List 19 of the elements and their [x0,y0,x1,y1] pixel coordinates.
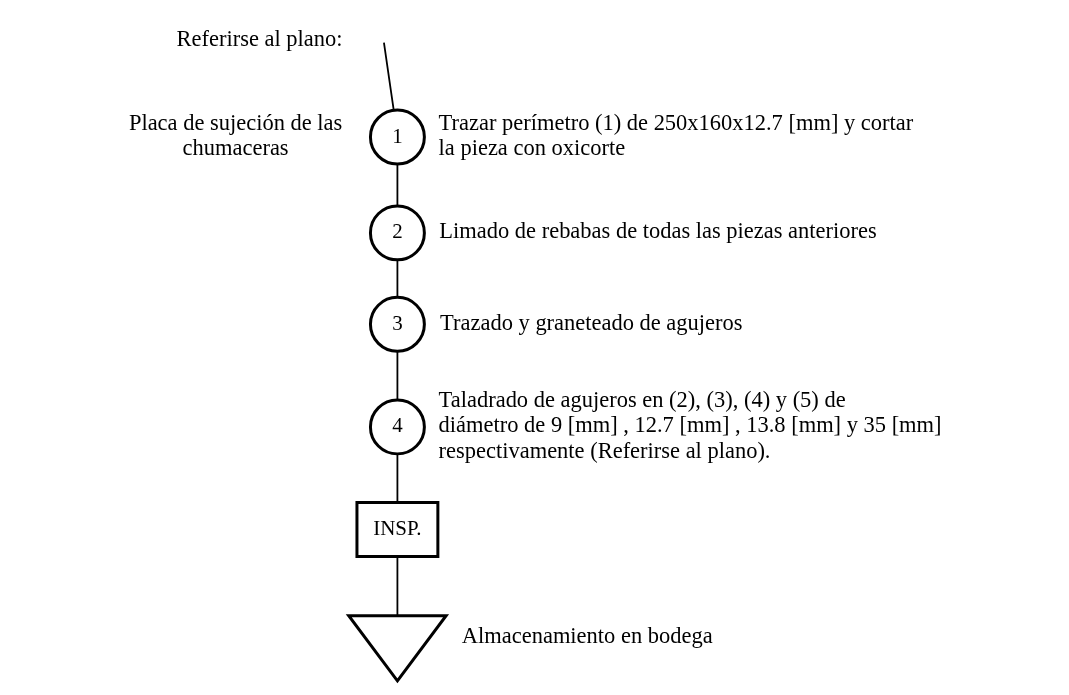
connector [396,350,399,401]
node-circle: 2 [368,204,426,262]
connector [396,556,399,617]
connector [396,259,399,298]
node-box: INSP. [355,501,440,558]
connector [396,163,399,207]
connector [396,453,399,503]
node-label: Taladrado de agujeros en (2), (3), (4) y (5) de diámetro de 9 [mm] , 12.7 [mm] , 13.8 [mm] y 35 [mm] respectivamente (Referirse al plano). [438,386,942,463]
connector [383,41,395,111]
node-triangle [345,614,450,684]
label: Referirse al plano: [176,26,343,52]
node-circle: 4 [368,398,426,456]
node-label: Trazado y graneteado de agujeros [440,309,743,335]
node-label: Almacenamiento en bodega [461,622,713,648]
node-label: Trazar perímetro (1) de 250x160x12.7 [mm] y cortar la pieza con oxicorte [438,109,914,160]
label: Placa de sujeción de las chumaceras [128,109,343,160]
node-label: Limado de rebabas de todas las piezas anteriores [439,218,877,244]
node-circle: 3 [368,295,426,353]
node-circle: 1 [368,108,426,166]
